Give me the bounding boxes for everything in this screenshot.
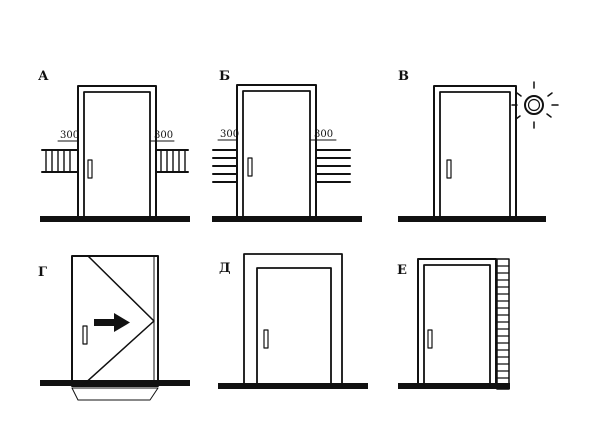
panel-label-g: Г bbox=[38, 265, 47, 280]
panel-d: Д bbox=[218, 253, 368, 389]
door-handle-icon bbox=[263, 329, 269, 349]
clearance-grille-right bbox=[156, 149, 189, 173]
door-handle-icon bbox=[247, 157, 253, 177]
dimension-left: 300 bbox=[60, 130, 79, 141]
panel-a: А 300 300 bbox=[38, 69, 190, 222]
panel-e: Е bbox=[397, 258, 510, 390]
door-handle-icon bbox=[427, 329, 433, 349]
door-frame-inner bbox=[439, 91, 511, 219]
dimension-left: 300 bbox=[220, 129, 239, 140]
door-handle-icon bbox=[446, 159, 452, 179]
hatched-side-wall bbox=[496, 258, 510, 390]
door-frame-outer bbox=[236, 84, 317, 219]
panel-v: В bbox=[398, 69, 559, 222]
floor-slab bbox=[398, 383, 510, 389]
door-frame-inner bbox=[242, 90, 311, 219]
door-frame-inner bbox=[83, 91, 151, 219]
floor-slab bbox=[398, 216, 546, 222]
ventilation-lines-right bbox=[316, 149, 351, 183]
floor-slab bbox=[40, 216, 190, 222]
floor-slab bbox=[40, 380, 190, 386]
panel-label-d: Д bbox=[219, 261, 231, 276]
stippled-frame bbox=[243, 253, 343, 387]
clearance-grille-left bbox=[41, 149, 78, 173]
door-frame-outer bbox=[77, 85, 157, 219]
sun-icon bbox=[511, 81, 559, 129]
panel-g: Г bbox=[38, 255, 190, 401]
door-handle-icon bbox=[82, 325, 88, 345]
panel-label-b: Б bbox=[219, 69, 230, 84]
panel-label-a: А bbox=[38, 69, 49, 84]
panel-b: Б 300 300 bbox=[212, 69, 362, 222]
panel-label-v: В bbox=[398, 69, 409, 84]
ventilation-lines-left bbox=[212, 149, 237, 183]
arrow-right-icon bbox=[94, 313, 130, 332]
door-frame-outer bbox=[433, 85, 517, 219]
door-handle-icon bbox=[87, 159, 93, 179]
dimension-right: 300 bbox=[314, 129, 333, 140]
dimension-right: 300 bbox=[154, 130, 173, 141]
threshold-hatch bbox=[71, 387, 159, 401]
door-frame-outer bbox=[417, 258, 497, 387]
panel-label-e: Е bbox=[397, 263, 407, 278]
floor-slab bbox=[218, 383, 368, 389]
door-frame-inner bbox=[423, 264, 491, 387]
triangle-edge bbox=[81, 255, 155, 387]
floor-slab bbox=[212, 216, 362, 222]
